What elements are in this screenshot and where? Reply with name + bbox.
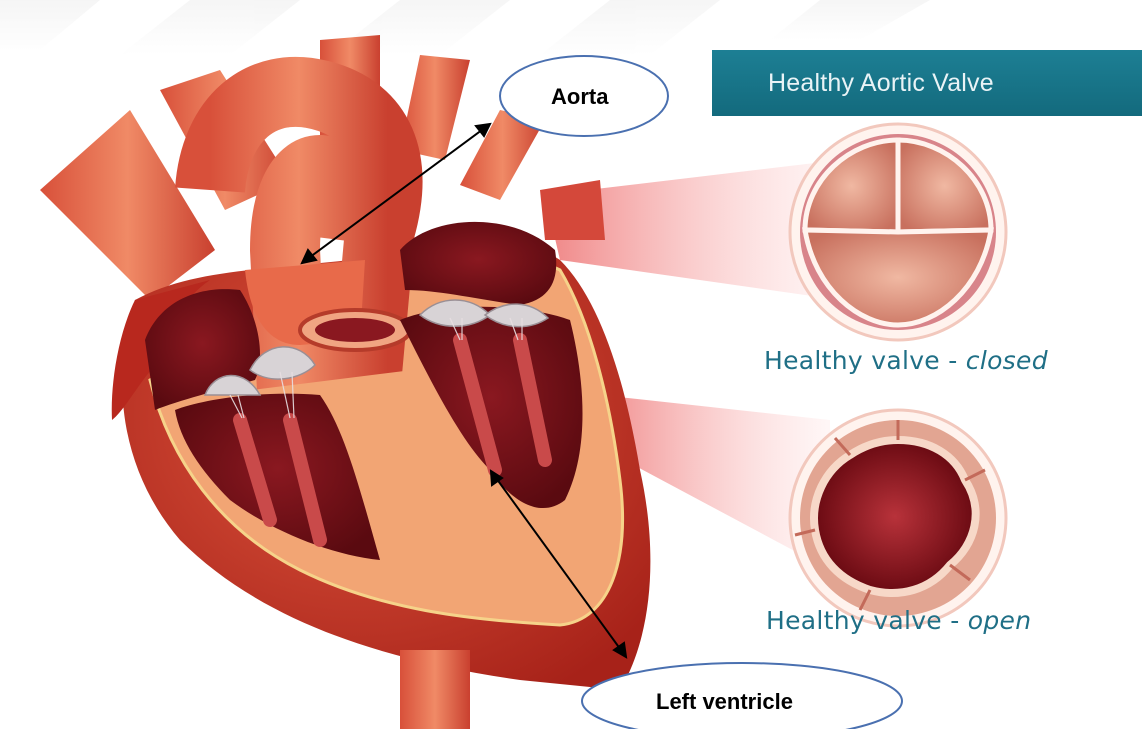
descending-vessel bbox=[400, 650, 470, 729]
caption-closed-prefix: Healthy valve - bbox=[764, 346, 966, 375]
caption-open-state: open bbox=[968, 606, 1032, 635]
valve-open-illustration bbox=[790, 410, 1006, 626]
caption-open-valve: Healthy valve - open bbox=[766, 606, 1031, 635]
panel-title-banner: Healthy Aortic Valve bbox=[712, 50, 1142, 116]
valve-closed-illustration bbox=[790, 124, 1006, 340]
caption-open-prefix: Healthy valve - bbox=[766, 606, 968, 635]
watermark-chevrons bbox=[0, 0, 930, 55]
label-left-ventricle: Left ventricle bbox=[656, 689, 793, 715]
panel-title: Healthy Aortic Valve bbox=[768, 69, 994, 98]
label-aorta: Aorta bbox=[551, 84, 608, 110]
caption-closed-state: closed bbox=[966, 346, 1048, 375]
caption-closed-valve: Healthy valve - closed bbox=[764, 346, 1048, 375]
